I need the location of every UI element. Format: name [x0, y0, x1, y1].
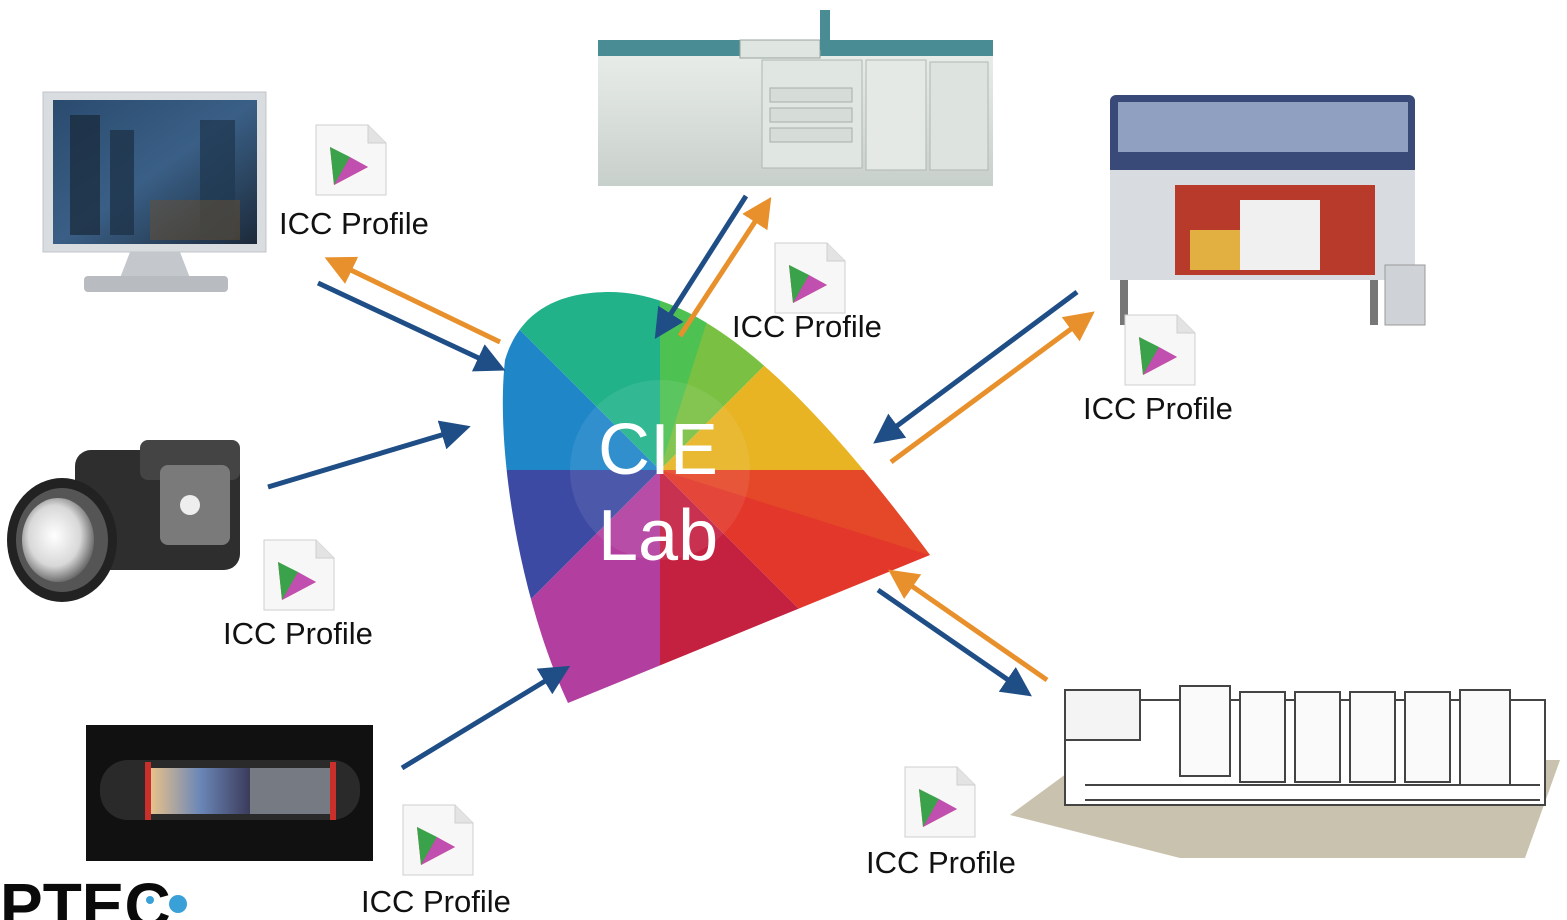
icc-profile-label-offset-press: ICC Profile	[866, 845, 1016, 880]
icc-profile-label-large-format: ICC Profile	[1083, 391, 1233, 426]
icc-profile-icon	[315, 124, 387, 196]
cie-label-line2: Lab	[598, 496, 719, 576]
ptec-logo: PTEC	[0, 870, 187, 920]
arrows	[267, 194, 1095, 771]
svg-text:PTEC: PTEC	[0, 870, 171, 920]
icc-profile-icon	[1124, 314, 1196, 386]
icc-profile-label-scanner: ICC Profile	[361, 884, 511, 919]
offset-press-device	[1010, 685, 1560, 858]
icc-profile-label-press-copier: ICC Profile	[732, 309, 882, 344]
icc-profile-icon	[402, 804, 474, 876]
camera-device	[7, 440, 240, 602]
cie-lab-label: CIE Lab	[598, 407, 718, 579]
icc-profile-icon	[263, 539, 335, 611]
monitor-device	[42, 91, 267, 292]
icc-profile-label-monitor: ICC Profile	[279, 206, 429, 241]
drum-scanner-device	[86, 725, 373, 861]
digital-press-device	[598, 10, 993, 186]
icc-profile-label-camera: ICC Profile	[223, 616, 373, 651]
icc-profile-icon	[774, 242, 846, 314]
icc-profile-icon	[904, 766, 976, 838]
large-format-printer-device	[1110, 95, 1426, 326]
cie-label-line1: CIE	[598, 410, 719, 490]
